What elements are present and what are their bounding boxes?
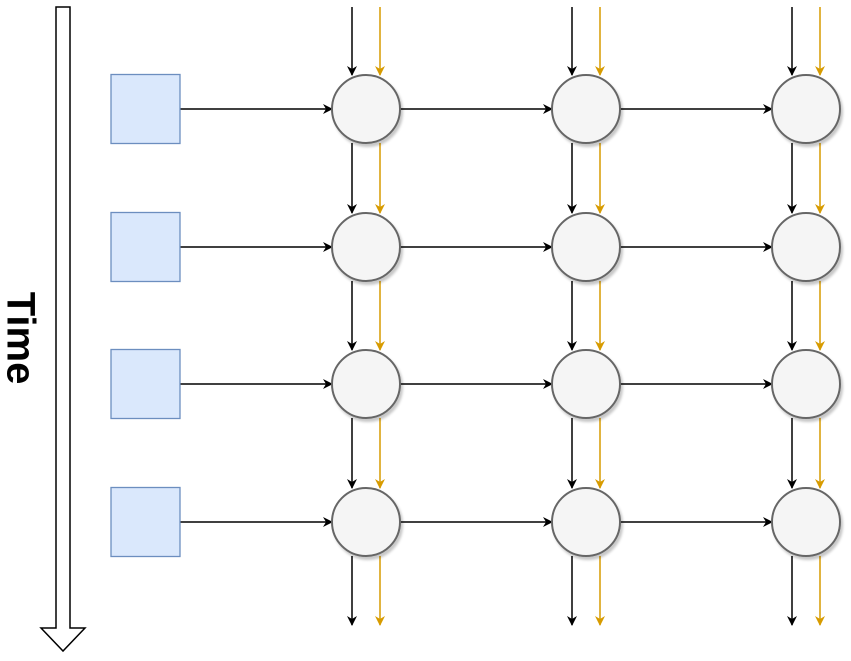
- cell-node-r2-c2: [551, 212, 621, 282]
- cell-node-r3-c3: [771, 349, 841, 419]
- connection-layer: [180, 7, 825, 626]
- cell-node-r4-c3: [771, 487, 841, 557]
- cell-node-r2-c1: [331, 212, 401, 282]
- cell-node-r3-c2: [551, 349, 621, 419]
- cell-node-r4-c2: [551, 487, 621, 557]
- node-layer: [110, 73, 841, 558]
- cell-node-r3-c1: [331, 349, 401, 419]
- cell-node-r2-c3: [771, 212, 841, 282]
- input-node-r1: [110, 73, 181, 145]
- cell-node-r1-c2: [551, 74, 621, 144]
- cell-node-r4-c1: [331, 487, 401, 557]
- input-node-r2: [110, 211, 181, 283]
- time-label: Time: [0, 292, 42, 385]
- time-arrow-icon: [39, 6, 87, 653]
- input-node-r3: [110, 348, 181, 420]
- cell-node-r1-c1: [331, 74, 401, 144]
- input-node-r4: [110, 486, 181, 558]
- time-axis: Time: [0, 6, 87, 653]
- cell-node-r1-c3: [771, 74, 841, 144]
